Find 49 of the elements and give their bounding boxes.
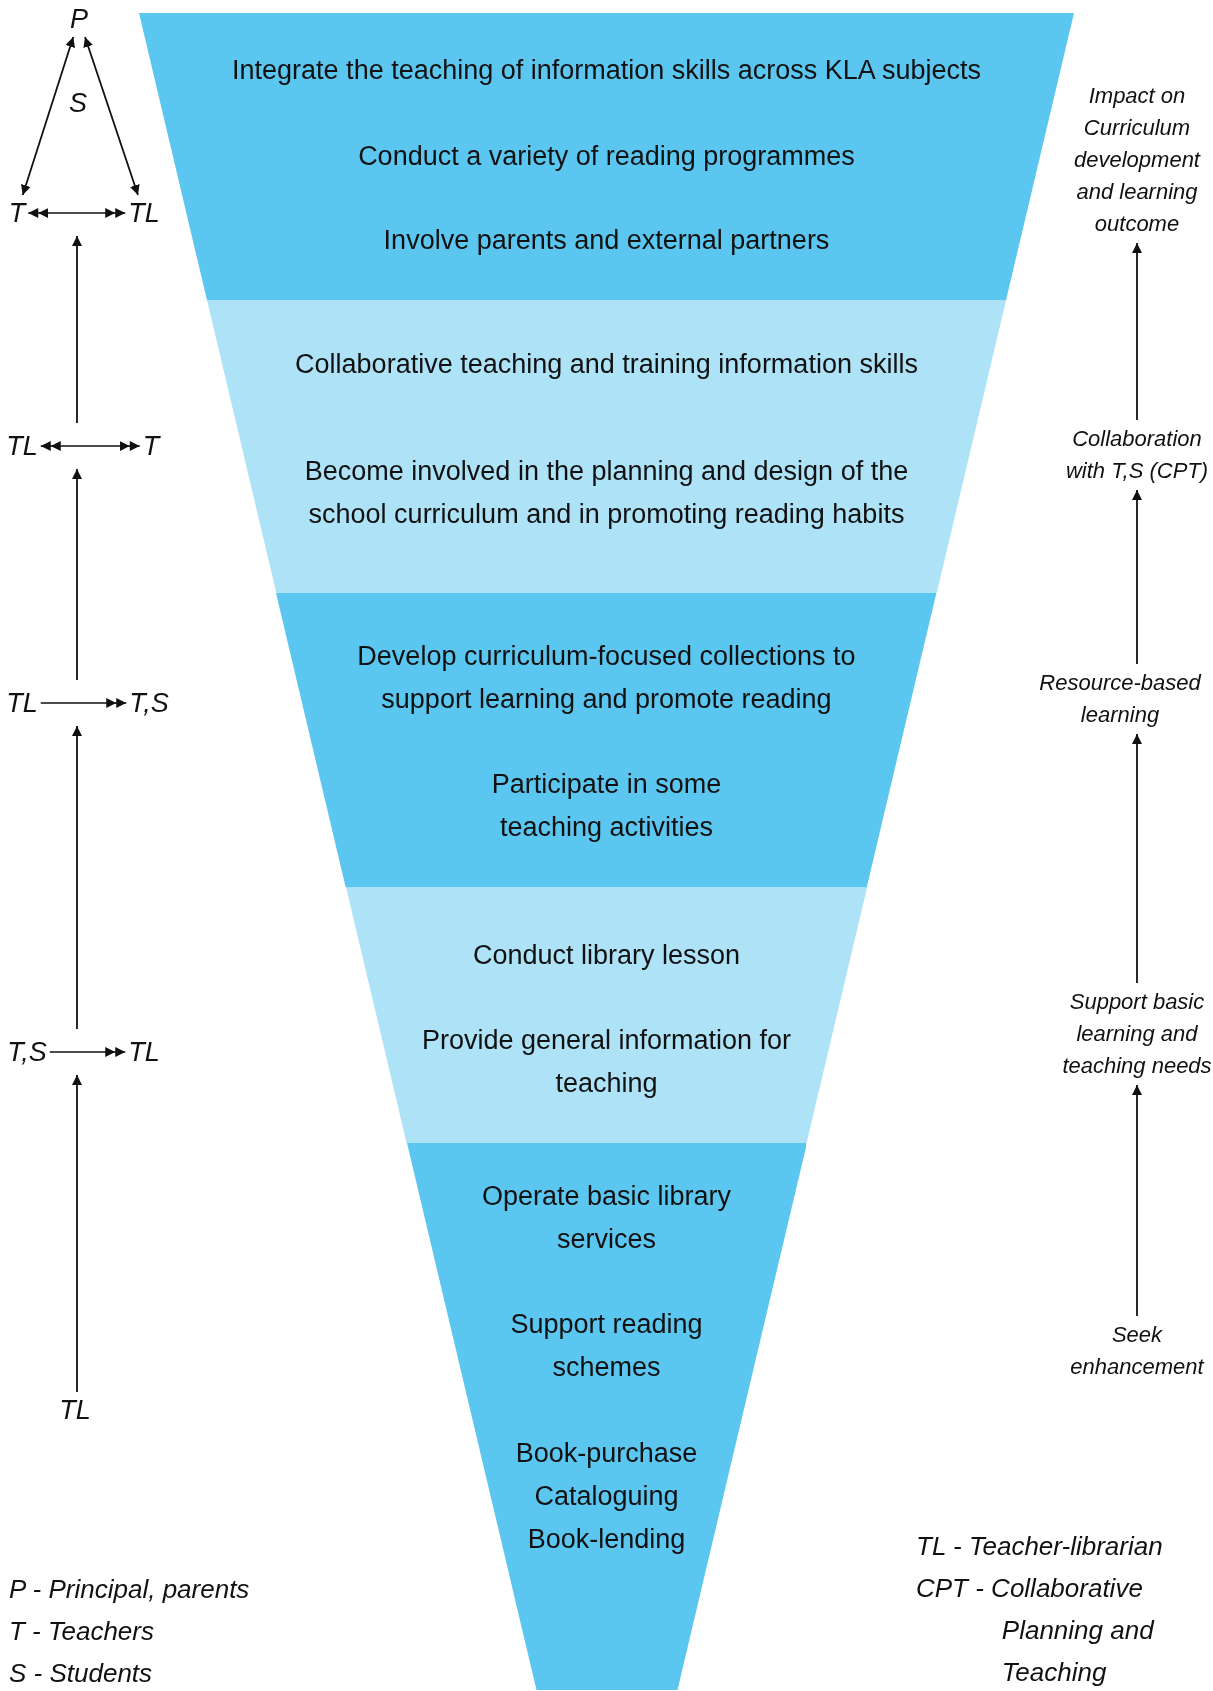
funnel-band	[406, 1143, 807, 1690]
band-text: Support reading schemes	[509, 1308, 704, 1384]
band-text: Integrate the teaching of information skills across KLA subjects	[231, 53, 982, 87]
abbreviation-key: P - Principal, parents	[9, 1568, 409, 1610]
band-text: Conduct a variety of reading programmes	[357, 139, 856, 173]
band-text: Book-lending	[526, 1522, 687, 1556]
stage-label: Support basic learning and teaching needs	[1057, 986, 1213, 1082]
band-text: Become involved in the planning and design of the school curriculum and in promoting reading habits	[303, 455, 910, 531]
role-label: P	[70, 4, 88, 34]
band-text: Cataloguing	[533, 1479, 680, 1513]
band-text: Involve parents and external partners	[382, 223, 831, 257]
abbreviation-key: TL - Teacher-librarian	[916, 1525, 1213, 1567]
arrow	[72, 1074, 82, 1393]
role-label: TL	[128, 198, 160, 228]
role-label: T,S	[7, 1037, 47, 1067]
arrow	[72, 725, 82, 1030]
role-label: TL	[128, 1037, 160, 1067]
band-text: Collaborative teaching and training information skills	[294, 347, 919, 381]
funnel-band	[276, 593, 937, 887]
abbreviation-key: T - Teachers	[9, 1610, 309, 1652]
arrow	[1132, 489, 1142, 665]
abbreviation-key: CPT - Collaborative Planning and Teaching	[916, 1567, 1178, 1691]
arrow	[21, 36, 75, 196]
role-label: TL	[6, 688, 38, 718]
role-label: T	[142, 431, 160, 461]
arrow	[72, 235, 82, 424]
arrow	[1132, 1084, 1142, 1317]
arrow	[1132, 733, 1142, 984]
role-label: TL	[59, 1395, 91, 1425]
stage-label: Resource-based learning	[1035, 667, 1205, 731]
band-text: Participate in some teaching activities	[490, 768, 723, 844]
stage-label: Seek enhancement	[1062, 1319, 1212, 1383]
band-text: Develop curriculum-focused collections to support learning and promote reading	[356, 640, 857, 716]
band-text: Operate basic library services	[480, 1180, 733, 1256]
band-text: Provide general information for teaching	[420, 1024, 793, 1100]
role-label: T	[8, 198, 26, 228]
arrow	[83, 36, 140, 196]
role-label: TL	[6, 431, 38, 461]
arrow	[1132, 242, 1142, 421]
funnel-band	[206, 300, 1007, 593]
role-label: T,S	[129, 688, 169, 718]
band-text: Conduct library lesson	[471, 938, 742, 972]
funnel-band	[345, 887, 868, 1143]
abbreviation-key: S - Students	[9, 1652, 309, 1691]
stage-label: Impact on Curriculum development and learning outcome	[1067, 80, 1207, 240]
arrow	[72, 468, 82, 681]
role-label: S	[69, 88, 87, 118]
stage-label: Collaboration with T,S (CPT)	[1062, 423, 1212, 487]
band-text: Book-purchase	[514, 1436, 699, 1470]
